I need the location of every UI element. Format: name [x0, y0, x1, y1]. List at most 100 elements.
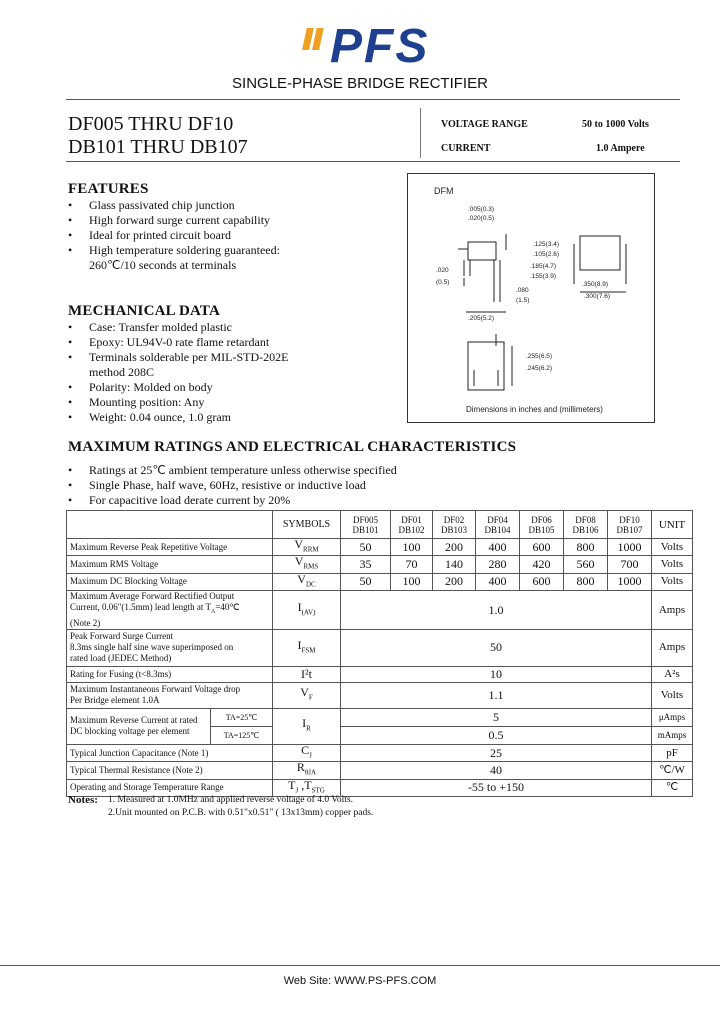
part-range-db: DB101 THRU DB107 [68, 136, 248, 158]
unit-cell: ℃/W [651, 761, 693, 780]
svg-text:.005(0.3): .005(0.3) [468, 206, 494, 213]
doc-subtitle: SINGLE-PHASE BRIDGE RECTIFIER [232, 75, 488, 92]
list-item: •Terminals solderable per MIL-STD-202E [68, 350, 289, 364]
svg-text:.155(3.9): .155(3.9) [530, 273, 556, 280]
svg-text:.105(2.6): .105(2.6) [533, 251, 559, 258]
table-row: Maximum DC Blocking Voltage VDC 50 100 2… [66, 572, 693, 592]
ratings-conditions: •Ratings at 25℃ ambient temperature unle… [68, 463, 668, 508]
svg-text:(0.5): (0.5) [436, 279, 449, 286]
list-item: 260℃/10 seconds at terminals [89, 258, 237, 272]
svg-text:.300(7.6): .300(7.6) [584, 293, 610, 300]
svg-text:.020: .020 [436, 267, 449, 274]
param-cell: Typical Thermal Resistance (Note 2) [66, 761, 273, 780]
svg-text:.245(6.2): .245(6.2) [526, 365, 552, 372]
spec-bottom-divider [66, 161, 680, 162]
package-front-view [573, 235, 627, 293]
package-name: DFM [434, 186, 454, 196]
notes-label: Notes: [68, 794, 98, 806]
unit-cell: Amps [651, 628, 693, 667]
list-item: •Ideal for printed circuit board [68, 228, 231, 242]
unit-cell: Volts [651, 537, 693, 557]
value-cell: 10 [340, 665, 652, 683]
condition-cell: TA=25℃ [210, 707, 273, 727]
ratings-title: MAXIMUM RATINGS AND ELECTRICAL CHARACTER… [68, 439, 517, 455]
footer-divider [0, 965, 720, 966]
unit-header: UNIT [651, 510, 693, 539]
value-cell: 400 [475, 537, 520, 557]
list-item: method 208C [89, 365, 154, 379]
table-row: Maximum Instantaneous Forward Voltage dr… [66, 681, 693, 709]
symbol-cell: I(AV) [272, 590, 341, 630]
list-item: •Ratings at 25℃ ambient temperature unle… [68, 463, 397, 477]
symbol-cell: VRMS [272, 555, 341, 574]
symbol-cell: I²t [272, 665, 341, 683]
svg-text:.255(6.5): .255(6.5) [526, 353, 552, 360]
logo-stripe-orange-2 [312, 28, 324, 50]
value-cell: 200 [432, 537, 476, 557]
header-divider [66, 99, 680, 100]
list-item: •High temperature soldering guaranteed: [68, 243, 280, 257]
unit-cell: Amps [651, 590, 693, 630]
svg-text:.350(8.9): .350(8.9) [582, 281, 608, 288]
value-cell: 40 [340, 761, 652, 780]
table-row: Typical Junction Capacitance (Note 1) CJ… [66, 743, 693, 763]
symbol-cell: IR [272, 707, 341, 745]
value-cell: 400 [475, 572, 520, 592]
part-range-df: DF005 THRU DF10 [68, 113, 234, 135]
note-2: 2.Unit mounted on P.C.B. with 0.51"x0.51… [108, 808, 374, 818]
table-row: Maximum Reverse Peak Repetitive Voltage … [66, 537, 693, 557]
value-cell: 200 [432, 572, 476, 592]
features-title: FEATURES [68, 181, 149, 197]
table-row: TA=125℃ 0.5 mAmps [67, 725, 693, 745]
current-label: CURRENT [441, 143, 491, 154]
symbol-cell: IFSM [272, 628, 341, 667]
value-cell: 35 [340, 555, 391, 574]
company-logo: PFS [302, 22, 427, 70]
unit-cell: μAmps [651, 707, 693, 727]
features-list: •Glass passivated chip junction •High fo… [68, 198, 388, 273]
param-cell: Operating and Storage Temperature Range [66, 778, 273, 798]
value-cell: 50 [340, 628, 652, 667]
value-cell: 420 [519, 555, 564, 574]
package-drawing-box: DFM .005(0.3) .020(0. [407, 173, 655, 423]
value-cell: 50 [340, 572, 391, 592]
table-row: Operating and Storage Temperature Range … [66, 778, 693, 798]
value-cell: 50 [340, 537, 391, 557]
table-row: Typical Thermal Resistance (Note 2) RθJA… [66, 761, 693, 780]
param-cell: Maximum Average Forward Rectified Output… [66, 590, 273, 630]
symbol-cell: CJ [272, 743, 341, 763]
website-link[interactable]: Web Site: WWW.PS-PFS.COM [283, 975, 437, 987]
value-cell: 700 [607, 555, 652, 574]
value-cell: 5 [340, 707, 652, 727]
unit-cell: A²s [651, 665, 693, 683]
value-cell: 0.5 [340, 725, 652, 745]
mechanical-title: MECHANICAL DATA [68, 303, 221, 319]
list-item: •Single Phase, half wave, 60Hz, resistiv… [68, 478, 366, 492]
param-cell: Typical Junction Capacitance (Note 1) [66, 743, 273, 763]
package-bottom-view [467, 334, 513, 391]
param-cell: Maximum RMS Voltage [66, 555, 273, 574]
list-item: •Glass passivated chip junction [68, 198, 235, 212]
svg-text:.205(5.2): .205(5.2) [468, 315, 494, 322]
symbol-cell: TJ ,TSTG [272, 778, 341, 798]
symbol-cell: VF [272, 681, 341, 709]
value-cell: 1000 [607, 537, 652, 557]
value-cell: 140 [432, 555, 476, 574]
value-cell: 25 [340, 743, 652, 763]
value-cell: -55 to +150 [340, 778, 652, 798]
list-item: •Polarity: Molded on body [68, 380, 213, 394]
value-cell: 600 [519, 537, 564, 557]
value-cell: 600 [519, 572, 564, 592]
table-row: Rating for Fusing (t<8.3ms) I²t 10 A²s [66, 665, 693, 683]
note-1: 1. Measured at 1.0MHz and applied revers… [108, 795, 354, 805]
spec-divider [420, 108, 422, 158]
package-caption: Dimensions in inches and (millimeters) [466, 405, 603, 414]
